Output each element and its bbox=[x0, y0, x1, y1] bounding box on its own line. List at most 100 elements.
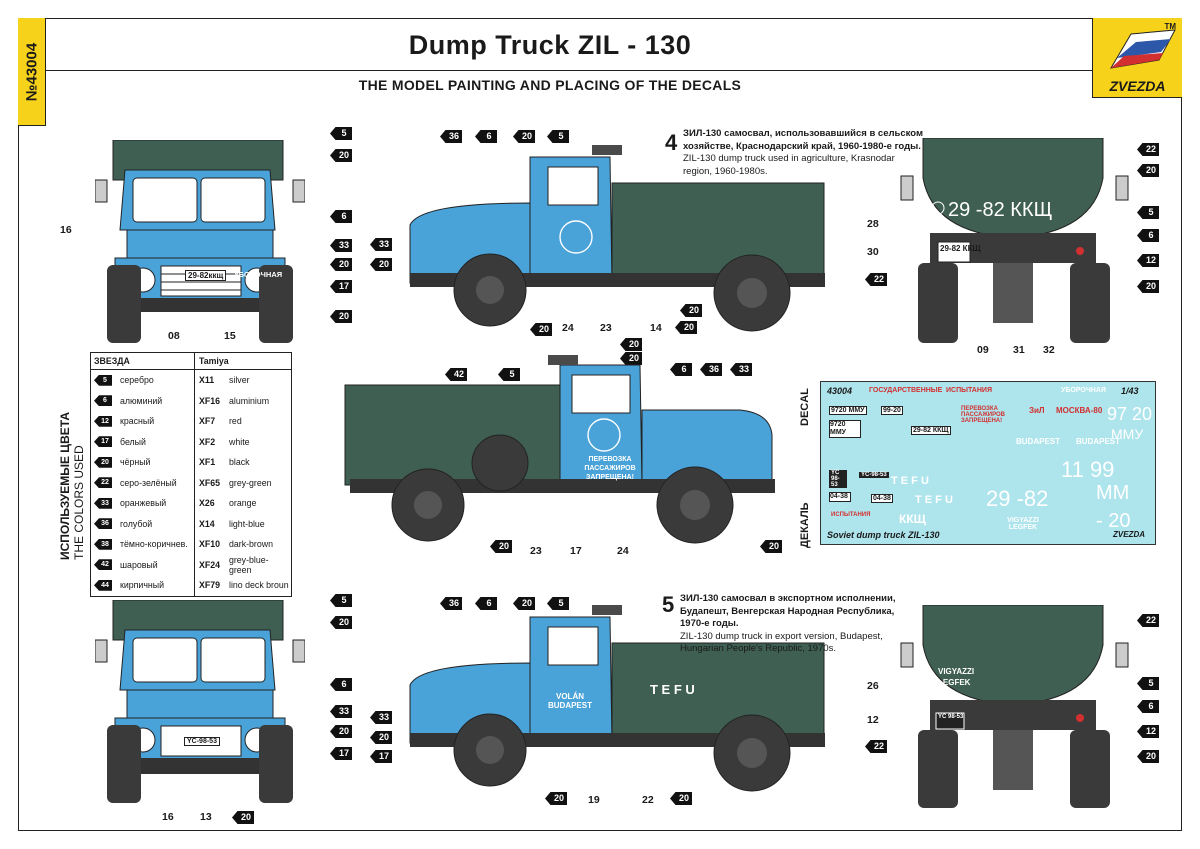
decal-mmu-plate-2: 9720 ММУ bbox=[829, 420, 861, 438]
callout-number: 20 bbox=[688, 305, 699, 315]
v5-rear-callout: 20 bbox=[1137, 750, 1159, 763]
callout-number: 20 bbox=[628, 339, 639, 349]
callout-number: 20 bbox=[240, 812, 251, 822]
decal-gos: ГОСУДАРСТВЕННЫЕ bbox=[869, 387, 943, 394]
color-name-ru: белый bbox=[120, 436, 146, 447]
callout-number: 6 bbox=[341, 679, 347, 689]
tamiya-code: XF65 bbox=[199, 477, 221, 488]
v5-side-callout: 22 bbox=[865, 740, 887, 753]
decal-vigyazzi: VIGYAZZI LEGFEK bbox=[1007, 517, 1039, 531]
decal-0438-b: 04-38 bbox=[871, 494, 893, 503]
v5-side-callout: 17 bbox=[370, 750, 392, 763]
v4-rear-callout: 20 bbox=[1137, 280, 1159, 293]
tamiya-code: XF10 bbox=[199, 539, 221, 550]
callout-number: 33 bbox=[378, 239, 389, 249]
middle-label: 17 bbox=[570, 545, 582, 557]
callout-number: 20 bbox=[1145, 165, 1156, 175]
v4-side-callout: 33 bbox=[370, 238, 392, 251]
v4-side-callout: 20 bbox=[680, 304, 702, 317]
callout-number: 6 bbox=[1148, 230, 1154, 240]
v4-front-callout: 5 bbox=[330, 127, 352, 140]
v4-front-callout: 20 bbox=[330, 149, 352, 162]
tamiya-color: XF7 red bbox=[195, 411, 291, 432]
callout-number: 17 bbox=[338, 281, 349, 291]
v4-side-view bbox=[409, 145, 825, 332]
decal-label-en: DECAL bbox=[799, 388, 811, 426]
color-number-badge: 17 bbox=[94, 436, 112, 447]
v5-rear-label: 26 bbox=[867, 680, 879, 692]
color-number-badge: 22 bbox=[94, 477, 112, 488]
v4-variant-number: 4 bbox=[665, 130, 678, 155]
middle-callout: 33 bbox=[730, 363, 752, 376]
decal-scale: 1/43 bbox=[1121, 386, 1139, 396]
v4-side-callout: 22 bbox=[865, 273, 887, 286]
v5-side-callout: 36 bbox=[440, 597, 462, 610]
callout-number: 20 bbox=[553, 793, 564, 803]
v4-side-callout: 36 bbox=[440, 130, 462, 143]
v4-side-callout: 20 bbox=[513, 130, 535, 143]
v4-front-label: 15 bbox=[224, 330, 236, 342]
color-name-en: lino deck broun bbox=[229, 580, 289, 591]
v5-front-plate: YC-98-53 bbox=[184, 737, 220, 746]
v4-rear-callout: 22 bbox=[1137, 143, 1159, 156]
decal-2982: 29-82 ККЩ bbox=[911, 426, 951, 435]
callout-number: 20 bbox=[498, 541, 509, 551]
decal-mmu-plate: 9720 ММУ bbox=[829, 406, 867, 415]
tamiya-code: XF7 bbox=[199, 416, 216, 427]
v5-side-view bbox=[409, 605, 825, 792]
callout-number: 5 bbox=[558, 131, 564, 141]
v5-front-callout: 17 bbox=[330, 747, 352, 760]
decal-sheet: 43004 1/43 ГОСУДАРСТВЕННЫЕ ИСПЫТАНИЯ УБО… bbox=[820, 381, 1156, 545]
callout-number: 22 bbox=[1145, 144, 1156, 154]
v5-side-callout: 20 bbox=[370, 731, 392, 744]
color-name-en: red bbox=[229, 416, 242, 427]
v5-front-label: 16 bbox=[162, 811, 174, 823]
tamiya-code: X14 bbox=[199, 518, 215, 529]
v4-side-callout: 20 bbox=[370, 258, 392, 271]
decal-uborochnaya: УБОРОЧНАЯ bbox=[1061, 387, 1106, 394]
callout-number: 20 bbox=[1145, 281, 1156, 291]
callout-number: 36 bbox=[448, 131, 459, 141]
v5-side-callout: 20 bbox=[545, 792, 567, 805]
decal-yc-1: YC 98-53 bbox=[829, 470, 847, 488]
v5-rear-callout: 22 bbox=[1137, 614, 1159, 627]
callout-number: 36 bbox=[448, 598, 459, 608]
v4-rear-label: 28 bbox=[867, 218, 879, 230]
middle-truck-view bbox=[344, 355, 775, 544]
callout-number: 20 bbox=[378, 732, 389, 742]
v5-bed-text: T E F U bbox=[650, 682, 695, 697]
decal-zil: ЗиЛ bbox=[1029, 406, 1045, 415]
callout-number: 20 bbox=[678, 793, 689, 803]
title-divider bbox=[46, 70, 1110, 71]
v5-title-ru: ЗИЛ-130 самосвал в экспортном исполнении… bbox=[680, 593, 896, 629]
v4-front-callout: 17 bbox=[330, 280, 352, 293]
v5-front-label: 13 bbox=[200, 811, 212, 823]
callout-number: 5 bbox=[341, 595, 347, 605]
page-subtitle: THE MODEL PAINTING AND PLACING OF THE DE… bbox=[358, 77, 742, 93]
color-name-ru: серо-зелёный bbox=[120, 477, 177, 488]
color-name-en: orange bbox=[229, 498, 257, 509]
middle-label: 24 bbox=[617, 545, 629, 557]
callout-number: 20 bbox=[338, 617, 349, 627]
color-name-ru: серебро bbox=[120, 375, 154, 386]
v5-side-label: 22 bbox=[642, 794, 654, 806]
color-name-en: dark-brown bbox=[229, 539, 274, 550]
v5-side-callout: 6 bbox=[475, 597, 497, 610]
v4-front-callout: 20 bbox=[330, 310, 352, 323]
callout-number: 20 bbox=[768, 541, 779, 551]
v4-rear-callout: 5 bbox=[1137, 206, 1159, 219]
callout-number: 20 bbox=[338, 311, 349, 321]
trademark: TM bbox=[1164, 22, 1176, 31]
color-number-badge: 44 bbox=[94, 580, 112, 591]
page-frame bbox=[18, 18, 1182, 831]
v5-side-callout: 5 bbox=[547, 597, 569, 610]
callout-number: 20 bbox=[521, 598, 532, 608]
